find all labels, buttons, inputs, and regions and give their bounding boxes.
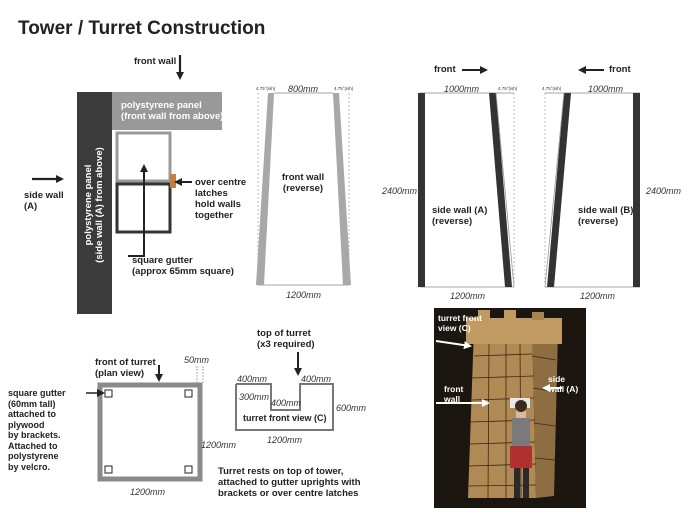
side-a-front-label: front xyxy=(434,64,456,75)
turret-note: Turret rests on top of tower, attached t… xyxy=(218,466,361,499)
front-wall-bottom-dim: 1200mm xyxy=(286,290,322,300)
side-b-bottom-dim: 1200mm xyxy=(580,291,616,301)
side-b-small: 4.75°(ish) xyxy=(542,86,562,91)
turret-plan-shape xyxy=(86,365,204,482)
page-title: Tower / Turret Construction xyxy=(18,18,266,39)
front-wall-panel-label: front wall (reverse) xyxy=(281,172,325,194)
turret-d1: 400mm xyxy=(237,374,268,384)
side-b-top-dim: 1000mm xyxy=(588,84,624,94)
front-wall-right-small: 4.75°(ish) xyxy=(334,86,354,91)
side-wall-panel xyxy=(77,92,112,314)
side-a-bottom-dim: 1200mm xyxy=(450,291,486,301)
turret-bottom-dim: 1200mm xyxy=(130,487,166,497)
side-a-small: 4.75°(ish) xyxy=(498,86,518,91)
photo-side-wall-label: side wall (A) xyxy=(548,374,579,394)
turret-d5: 600mm xyxy=(336,403,367,413)
turret-plan-label: front of turret (plan view) xyxy=(95,357,156,379)
turret-gutter-note: square gutter (60mm tall) attached to pl… xyxy=(8,388,66,472)
side-wall-a-shape xyxy=(418,66,515,288)
side-b-panel-label: side wall (B) (reverse) xyxy=(578,205,634,227)
side-a-panel-label: side wall (A) (reverse) xyxy=(432,205,488,227)
side-b-front-label: front xyxy=(609,64,631,75)
side-a-height-dim: 2400mm xyxy=(382,186,418,196)
turret-d3: 300mm xyxy=(239,392,270,402)
turret-top-label: top of turret (x3 required) xyxy=(257,328,315,350)
photo-turret-label: turret front view (C) xyxy=(438,313,482,333)
turret-front-bottom-dim: 1200mm xyxy=(267,435,303,445)
front-wall-panel xyxy=(112,92,222,130)
latch-block xyxy=(170,174,176,188)
turret-right-dim: 1200mm xyxy=(201,440,237,450)
tower-photo: turret front view (C) front wall side wa… xyxy=(434,308,586,508)
photo-front-wall-label: front wall xyxy=(444,384,464,404)
tower-photo-image xyxy=(434,308,586,508)
side-a-top-dim: 1000mm xyxy=(444,84,480,94)
turret-front-shape xyxy=(235,352,334,431)
front-panel-label: polystyrene panel (front wall from above… xyxy=(121,100,224,122)
tower-plan-view xyxy=(32,55,222,314)
gutter-arrow xyxy=(128,164,148,257)
turret-50mm-dim: 50mm xyxy=(184,355,210,365)
side-b-height-dim: 2400mm xyxy=(646,186,682,196)
side-wall-label: side wall (A) xyxy=(24,190,64,212)
turret-front-label: turret front view (C) xyxy=(243,413,327,423)
side-panel-label: polystyrene panel (side wall (A) from ab… xyxy=(83,147,105,263)
gutter-note: square gutter (approx 65mm square) xyxy=(132,255,234,277)
latch-note: over centre latches hold walls together xyxy=(195,177,247,221)
turret-d4: 400mm xyxy=(271,398,302,408)
front-wall-shape xyxy=(256,92,351,286)
front-wall-label: front wall xyxy=(134,56,177,67)
side-wall-b-shape xyxy=(544,66,640,288)
turret-d2: 400mm xyxy=(301,374,332,384)
front-wall-left-small: 4.75°(ish) xyxy=(256,86,276,91)
front-wall-top-dim: 800mm xyxy=(288,84,319,94)
